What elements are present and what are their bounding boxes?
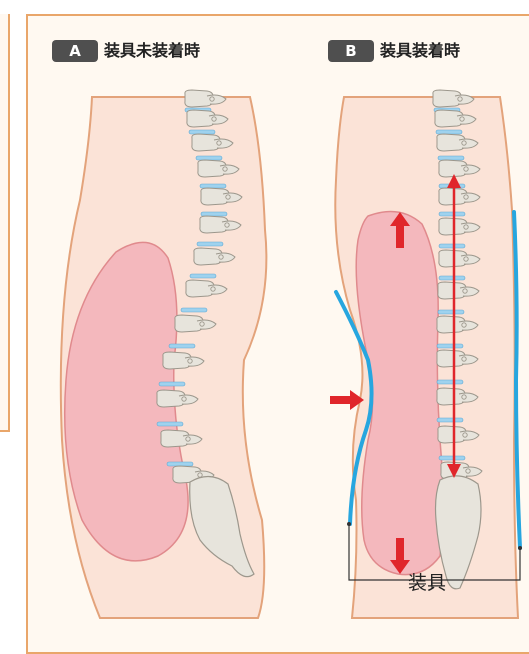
device-label: 装具 — [392, 568, 462, 595]
panel-b-illustration — [330, 90, 522, 618]
panel-a-illustration — [61, 90, 267, 618]
